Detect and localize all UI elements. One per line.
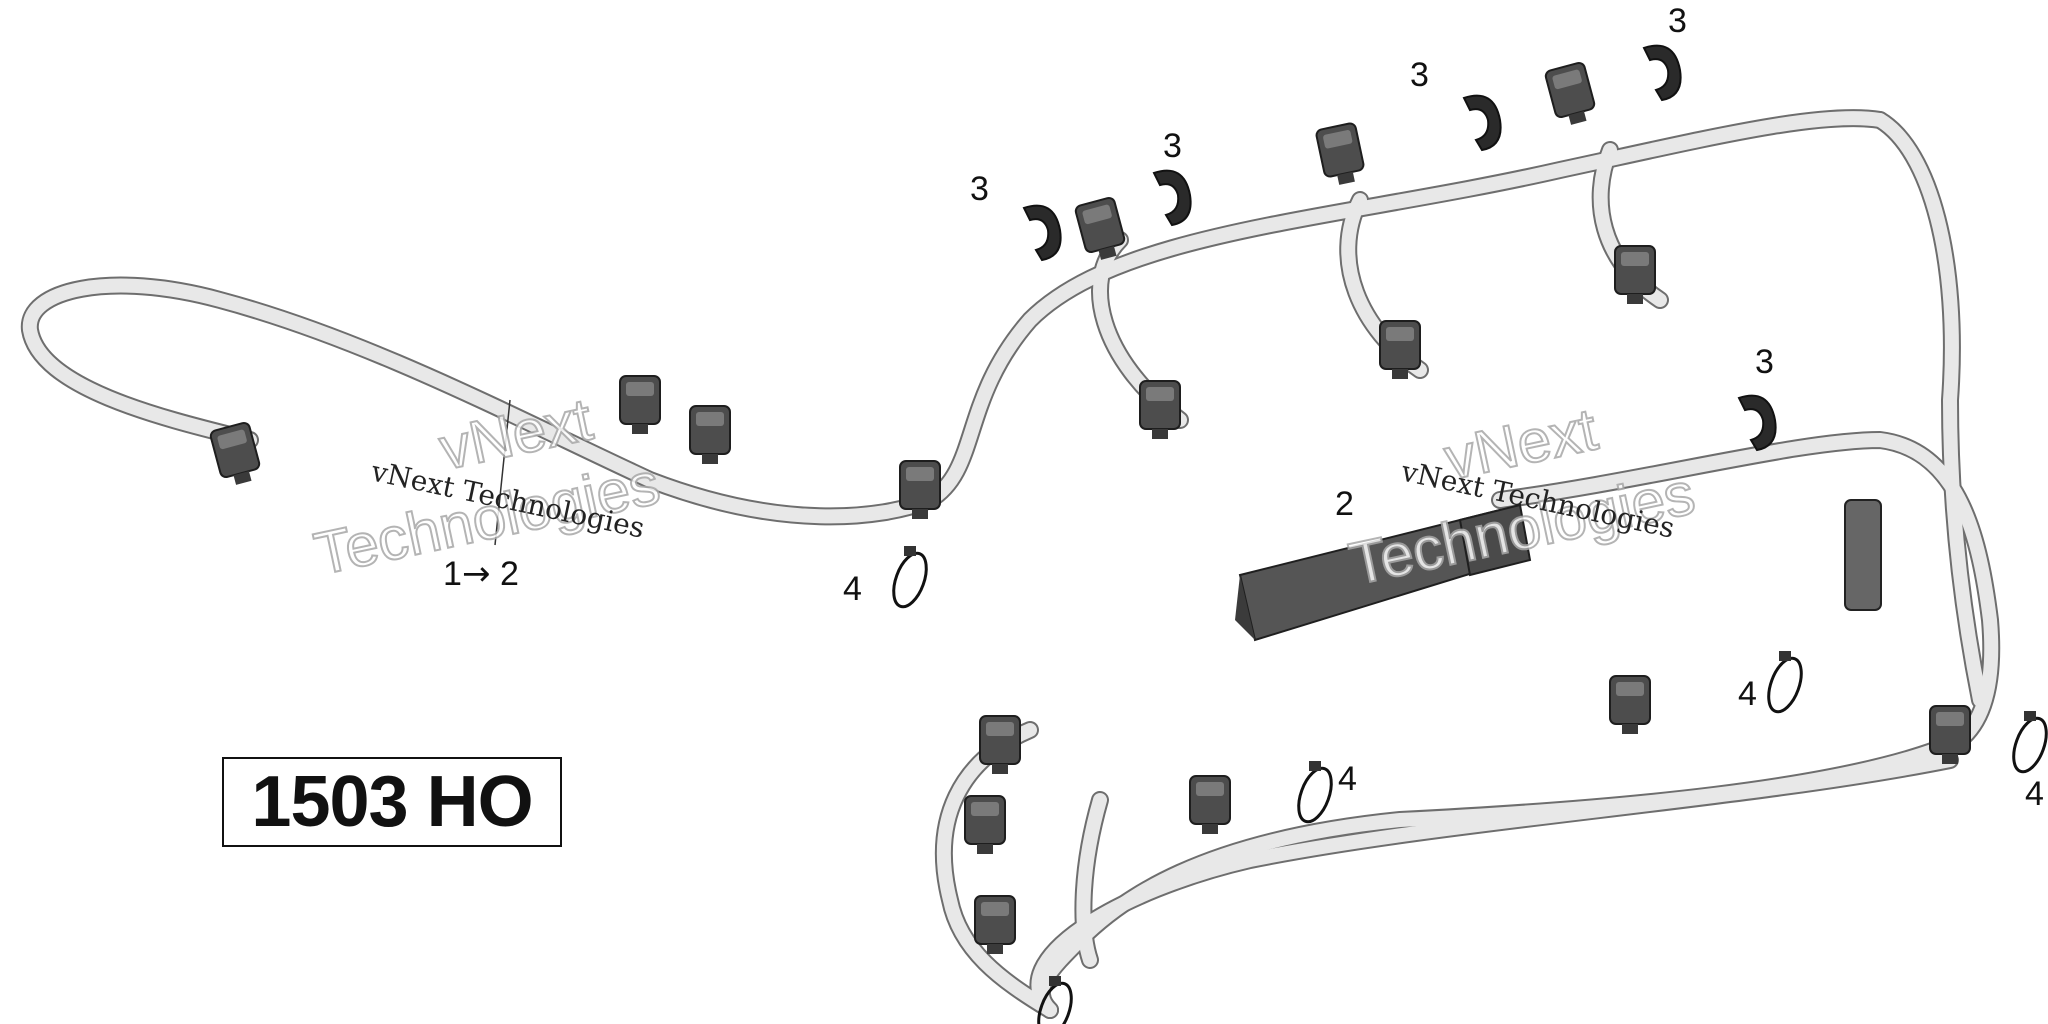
callout-4-d: 4 <box>2025 775 2044 813</box>
callout-arrow: → <box>462 554 491 594</box>
callout-labels: 3 3 3 3 3 3 2 4 4 4 4 1 → 2 <box>443 2 2044 813</box>
model-label-box: 1503 HO <box>222 757 562 847</box>
ecm-connector <box>1235 503 1532 642</box>
connectors <box>208 60 1971 955</box>
callout-4-a: 4 <box>843 570 862 608</box>
watermark-right: vNext Technologies vNext Technologies <box>1343 394 1702 598</box>
callout-3-b: 3 <box>1163 127 1182 165</box>
callout-1-from: 1 <box>443 555 462 593</box>
callout-4-c: 4 <box>1738 675 1757 713</box>
callout-3-e: 3 <box>1755 343 1774 381</box>
model-label: 1503 HO <box>251 762 533 842</box>
callout-3-c: 3 <box>1410 56 1429 94</box>
harness-tubes <box>20 109 2001 1019</box>
callout-3-a: 3 <box>970 170 989 208</box>
callout-2: 2 <box>1335 485 1354 523</box>
callout-2-to: 2 <box>500 555 519 593</box>
callout-4-b: 4 <box>1338 760 1357 798</box>
callout-3-d: 3 <box>1668 2 1687 40</box>
